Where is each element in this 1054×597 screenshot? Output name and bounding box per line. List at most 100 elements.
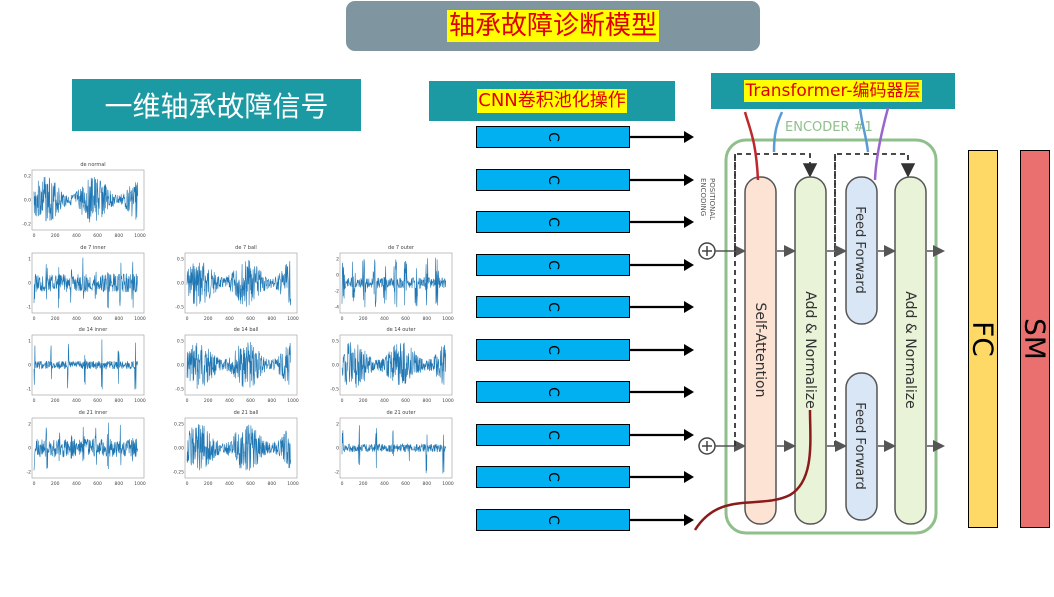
plot-frame <box>184 252 298 314</box>
plot-xtick: 0 <box>33 481 36 487</box>
plot-xtick: 400 <box>225 398 234 404</box>
cnn-block-label: C <box>545 175 561 185</box>
plot-xtick: 800 <box>115 233 124 239</box>
residual-curve <box>693 409 812 531</box>
fc-layer: FC <box>966 150 1000 528</box>
fc-label: FC <box>966 321 1000 357</box>
plot-frame <box>184 417 298 479</box>
plot-xtick: 0 <box>186 398 189 404</box>
cnn-block: C <box>476 254 630 276</box>
plot-ytick: -0.2 <box>22 222 31 228</box>
query-curve <box>743 111 760 181</box>
value-curve <box>858 107 870 153</box>
plot-xtick: 200 <box>51 481 60 487</box>
plot-title: de 7 inner <box>80 245 106 251</box>
plot-xtick: 1000 <box>134 398 146 404</box>
plot-frame <box>339 417 453 479</box>
encoder-title: ENCODER #1 <box>785 120 873 135</box>
cnn-arrowhead <box>684 131 694 143</box>
signal-waveform <box>186 259 291 307</box>
cnn-block-label: C <box>545 387 561 397</box>
plot-ytick: -0.5 <box>175 305 184 311</box>
plot-xtick: 600 <box>93 481 102 487</box>
cnn-block: C <box>476 381 630 403</box>
plot-xtick: 200 <box>204 398 213 404</box>
add-normalize-block <box>794 176 827 525</box>
plot-ytick: 1 <box>28 339 31 345</box>
cnn-arrowhead <box>684 471 694 483</box>
plot-xtick: 1000 <box>134 481 146 487</box>
plot-xtick: 0 <box>186 316 189 322</box>
plot-title: de 7 outer <box>388 245 415 251</box>
cnn-block-label: C <box>545 302 561 312</box>
plot-xtick: 600 <box>401 316 410 322</box>
cnn-block: C <box>476 424 630 446</box>
plot-xtick: 1000 <box>134 233 146 239</box>
plot-ytick: 0.5 <box>177 339 184 345</box>
cnn-section-label: CNN卷积池化操作 <box>429 81 675 121</box>
cnn-block-label: C <box>545 430 561 440</box>
feed-forward-label: Feed Forward <box>852 206 867 293</box>
plot-xtick: 800 <box>268 316 277 322</box>
page-title: 轴承故障诊断模型 <box>446 10 659 42</box>
self-attention-block <box>744 176 777 525</box>
positional-plus-icon <box>698 437 716 455</box>
plot-ytick: 0.0 <box>177 281 184 287</box>
plot-xtick: 1000 <box>442 398 454 404</box>
cnn-block: C <box>476 169 630 191</box>
plot-title: de 14 outer <box>386 327 416 333</box>
plot-xtick: 400 <box>225 481 234 487</box>
plot-frame <box>339 252 453 314</box>
plot-xtick: 800 <box>268 481 277 487</box>
plot-xtick: 200 <box>51 316 60 322</box>
plot-xtick: 800 <box>268 398 277 404</box>
plot-frame <box>31 169 145 231</box>
plot-ytick: 2 <box>28 422 31 428</box>
cnn-arrowhead <box>684 216 694 228</box>
cnn-block-label: C <box>545 345 561 355</box>
plot-xtick: 0 <box>33 233 36 239</box>
plot-frame <box>31 417 145 479</box>
plot-xtick: 200 <box>359 481 368 487</box>
plot-xtick: 800 <box>423 316 432 322</box>
plot-xtick: 600 <box>246 481 255 487</box>
plot-ytick: 0 <box>336 273 339 279</box>
plot-ytick: 0.0 <box>24 198 31 204</box>
plot-xtick: 800 <box>115 398 124 404</box>
plot-xtick: 1000 <box>287 316 299 322</box>
plot-xtick: 400 <box>72 481 81 487</box>
cnn-block: C <box>476 126 630 148</box>
cnn-arrowhead <box>684 344 694 356</box>
add-normalize-block <box>894 176 927 525</box>
plot-xtick: 400 <box>225 316 234 322</box>
plot-xtick: 400 <box>72 398 81 404</box>
plot-xtick: 600 <box>401 481 410 487</box>
signal-section-label: 一维轴承故障信号 <box>72 79 361 131</box>
cnn-arrowhead <box>684 174 694 186</box>
cnn-block-label: C <box>545 515 561 525</box>
plot-xtick: 200 <box>51 233 60 239</box>
cnn-block: C <box>476 211 630 233</box>
plot-title: de 14 ball <box>234 327 259 333</box>
plot-ytick: 0 <box>28 363 31 369</box>
plot-xtick: 200 <box>359 316 368 322</box>
cnn-arrowhead <box>684 386 694 398</box>
plot-ytick: -2 <box>335 289 340 295</box>
plot-xtick: 600 <box>93 233 102 239</box>
plot-xtick: 600 <box>93 316 102 322</box>
plot-xtick: 400 <box>380 316 389 322</box>
sm-label: SM <box>1018 318 1052 360</box>
signal-waveform <box>341 257 446 308</box>
plot-xtick: 200 <box>51 398 60 404</box>
encoder-diagram: ENCODER #1 POSITIONALENCODING Self-Atten… <box>693 107 945 535</box>
plot-xtick: 0 <box>33 316 36 322</box>
ff-curve <box>873 107 890 181</box>
plot-xtick: 600 <box>246 398 255 404</box>
cnn-arrowhead <box>684 259 694 271</box>
plot-title: de 7 ball <box>235 245 257 251</box>
cnn-block: C <box>476 466 630 488</box>
plot-ytick: 0.2 <box>24 174 31 180</box>
